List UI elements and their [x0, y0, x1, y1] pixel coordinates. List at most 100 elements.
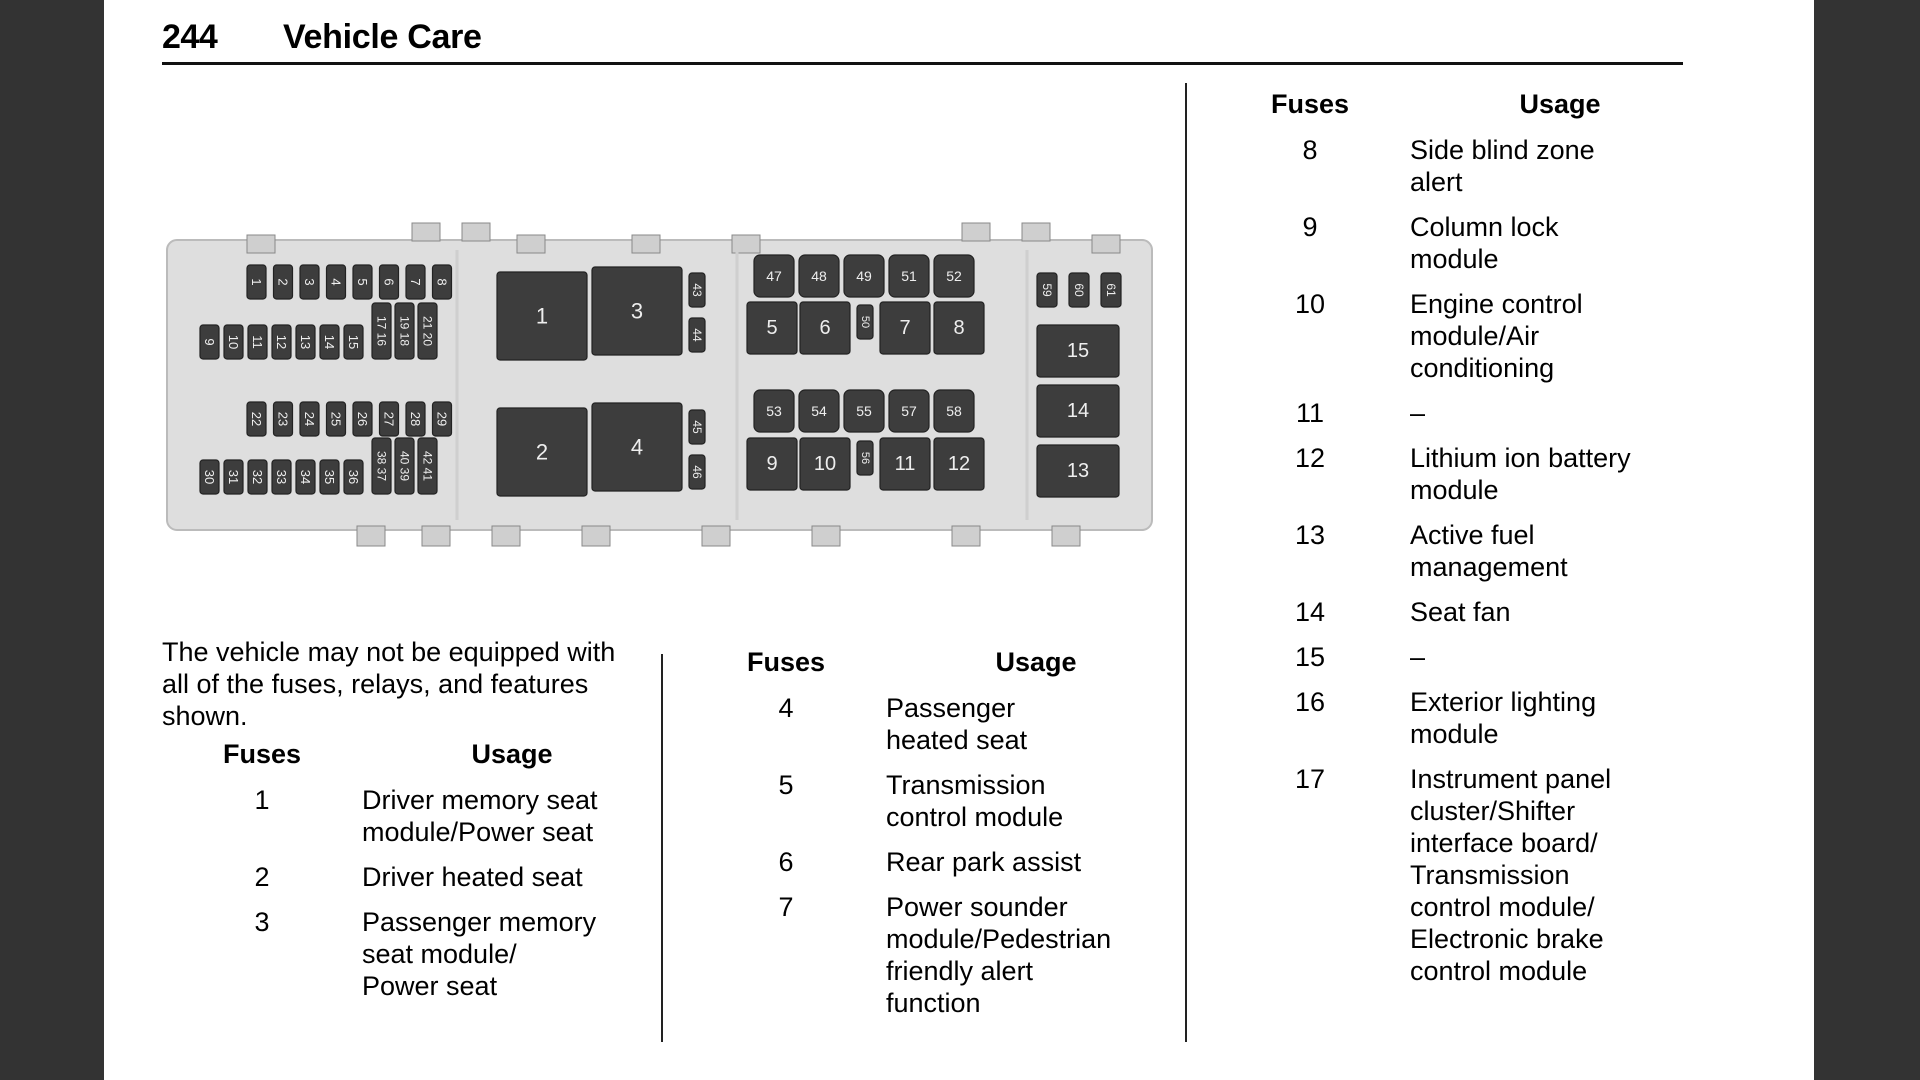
small-fuse [856, 440, 874, 476]
usage-line: Electronic brake [1410, 924, 1604, 954]
relay-large-label: 2 [536, 440, 548, 465]
mini-fuse-pair [417, 437, 438, 495]
relay [879, 301, 931, 355]
mini-fuse [299, 401, 320, 437]
mini-fuse-pair [394, 437, 415, 495]
mini-fuse [199, 459, 220, 495]
usage-line: seat module/ [362, 939, 517, 969]
cartridge-fuse-label: 57 [901, 403, 917, 419]
usage-line: Side blind zone [1410, 135, 1595, 165]
header-usage: Usage [995, 647, 1077, 677]
mini-fuse-label: 14 [322, 335, 337, 349]
mini-fuse [319, 324, 340, 360]
relay-large [496, 271, 588, 361]
mini-fuse [352, 264, 373, 300]
usage-line: control module [886, 802, 1064, 832]
mini-fuse [247, 459, 268, 495]
header-usage: Usage [471, 739, 553, 769]
housing-clip [961, 222, 991, 242]
cartridge-fuse-label: 51 [901, 268, 917, 284]
mini-fuse-label: 12 [274, 335, 289, 349]
page-number: 244 [162, 18, 218, 56]
usage-line: Seat fan [1410, 597, 1511, 627]
relay-large-label: 3 [631, 299, 643, 324]
usage-line: Driver heated seat [362, 862, 583, 892]
mini-fuse-label: 61 [1104, 283, 1118, 297]
table-row: 11– [1210, 397, 1710, 442]
relay [1036, 384, 1120, 438]
cartridge-fuse [843, 389, 885, 433]
relay [879, 437, 931, 491]
housing-clip [246, 234, 276, 254]
fuse-number: 11 [1295, 398, 1325, 428]
relay-large [496, 407, 588, 497]
usage-line: Power seat [362, 971, 498, 1001]
fuse-number: 15 [1294, 642, 1326, 672]
cartridge-fuse-label: 48 [811, 268, 827, 284]
side-fuse-label: 46 [690, 465, 704, 479]
mini-fuse-label: 59 [1040, 283, 1054, 297]
cartridge-fuse-label: 53 [766, 403, 782, 419]
mini-fuse-pair-label: 17 16 [375, 316, 389, 346]
relay-large-label: 1 [536, 304, 548, 329]
fuse-usage: Driver heated seat [362, 861, 662, 906]
relay-label: 5 [766, 317, 777, 339]
mini-fuse-pair [371, 437, 392, 495]
cartridge-fuse [753, 254, 795, 298]
usage-line: module [1410, 475, 1499, 505]
header-usage: Usage [1519, 89, 1601, 119]
mini-fuse [271, 324, 292, 360]
housing-clip [1051, 525, 1081, 547]
housing-clip [461, 222, 491, 242]
relay [933, 301, 985, 355]
mini-fuse [378, 264, 400, 300]
mini-fuse-label: 31 [226, 470, 241, 484]
usage-line: module/Air [1410, 321, 1540, 351]
fuse-number: 6 [778, 847, 794, 877]
header-fuses: Fuses [746, 647, 826, 677]
relay-label: 10 [814, 453, 836, 475]
relay [746, 437, 798, 491]
relay-label: 13 [1067, 460, 1089, 482]
mini-fuse [325, 264, 347, 300]
mini-fuse [199, 324, 220, 360]
mini-fuse-label: 11 [250, 335, 265, 349]
cartridge-fuse-label: 52 [946, 268, 962, 284]
usage-line: Driver memory seat [362, 785, 598, 815]
mini-fuse [295, 459, 316, 495]
mini-fuse-label: 5 [355, 278, 370, 285]
housing-clip [421, 525, 451, 547]
side-fuse [688, 317, 706, 353]
mini-fuse-pair [371, 302, 392, 360]
mini-fuse-label: 22 [249, 412, 264, 426]
mini-fuse-pair [417, 302, 438, 360]
header-fuses: Fuses [222, 739, 302, 769]
usage-line: interface board/ [1410, 828, 1598, 858]
mini-fuse [223, 459, 244, 495]
usage-line: Power sounder [886, 892, 1068, 922]
usage-line: Lithium ion battery [1410, 443, 1631, 473]
mini-fuse [1100, 272, 1122, 308]
header-rule [162, 62, 1683, 65]
usage-line: management [1410, 552, 1568, 582]
mini-fuse [1036, 272, 1058, 308]
fuse-number: 17 [1294, 764, 1326, 794]
mini-fuse-label: 24 [302, 412, 317, 426]
mini-fuse [246, 264, 267, 300]
mini-fuse [405, 264, 426, 300]
